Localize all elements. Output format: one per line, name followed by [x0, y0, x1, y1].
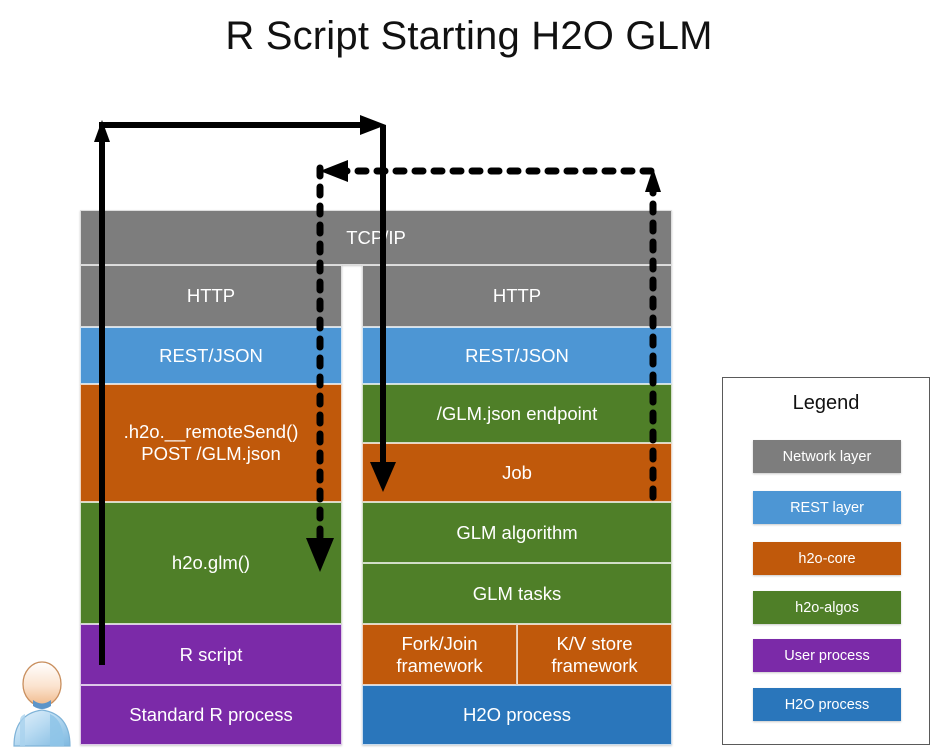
band-right-fork-join-framework: Fork/Join framework: [362, 624, 517, 685]
band-right-h2o-process: H2O process: [362, 685, 672, 745]
band-left-remote-send: .h2o.__remoteSend() POST /GLM.json: [80, 384, 342, 502]
band-right-glm-json-endpoint: /GLM.json endpoint: [362, 384, 672, 443]
band-right-rest-json: REST/JSON: [362, 327, 672, 384]
legend-item-rest-layer: REST layer: [753, 491, 901, 524]
band-right-job: Job: [362, 443, 672, 502]
band-right-glm-tasks: GLM tasks: [362, 563, 672, 624]
legend-title: Legend: [792, 392, 860, 414]
legend-item-h2o-algos: h2o-algos: [753, 591, 901, 624]
legend-item-user-process: User process: [753, 639, 901, 672]
legend-item-h2o-process: H2O process: [753, 688, 901, 721]
user-avatar-icon: [13, 661, 71, 747]
band-right-glm-algorithm: GLM algorithm: [362, 502, 672, 563]
band-right-kv-store-framework: K/V store framework: [517, 624, 672, 685]
page-title: R Script Starting H2O GLM: [225, 14, 713, 58]
band-left-http: HTTP: [80, 265, 342, 327]
band-left-standard-r-process: Standard R process: [80, 685, 342, 745]
band-left-rest-json: REST/JSON: [80, 327, 342, 384]
band-right-http: HTTP: [362, 265, 672, 327]
band-tcp-ip: TCP/IP: [80, 210, 672, 265]
legend: Legend Network layer REST layer h2o-core…: [722, 377, 930, 745]
band-left-h2o-glm: h2o.glm(): [80, 502, 342, 624]
legend-item-h2o-core: h2o-core: [753, 542, 901, 575]
band-left-r-script: R script: [80, 624, 342, 685]
legend-item-network-layer: Network layer: [753, 440, 901, 473]
